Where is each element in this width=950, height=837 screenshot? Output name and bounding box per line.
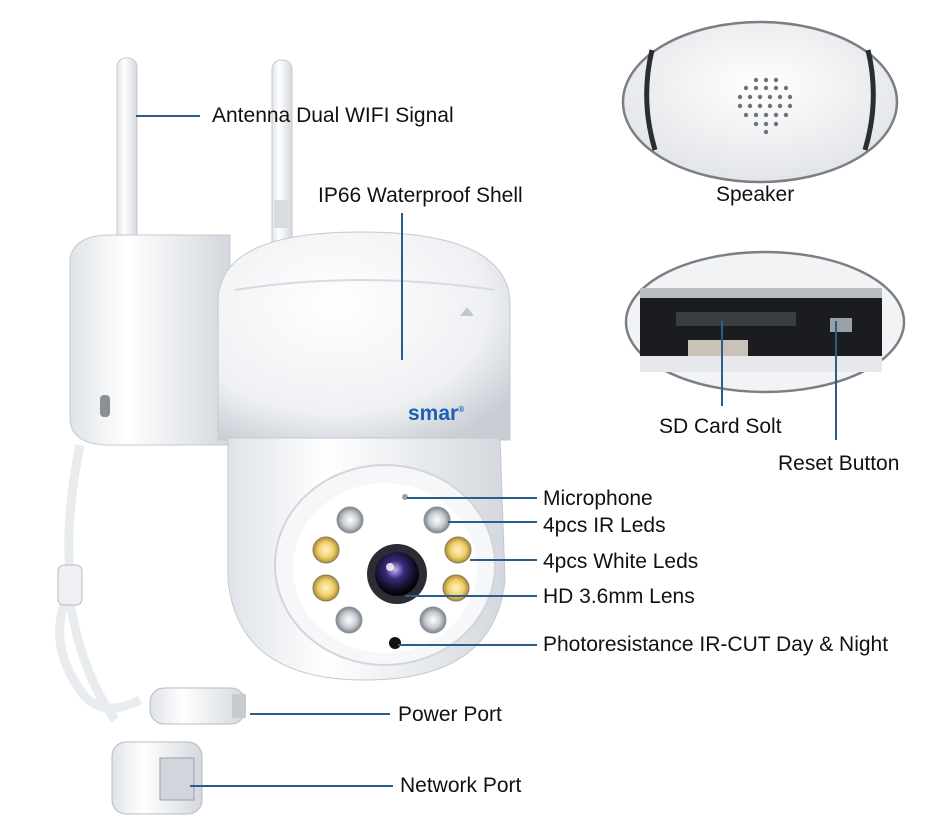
microphone-hole [402,494,408,500]
microphone-label: Microphone [543,487,653,510]
wall-mount [69,234,231,446]
antenna-right [271,59,293,256]
power-port-plug [149,687,246,725]
power-port-label: Power Port [398,703,502,726]
photoresistor-sensor [389,637,401,649]
photoresistor-label: Photoresistance IR-CUT Day & Night [543,633,889,656]
network-port-label: Network Port [400,774,522,797]
camera-lens [367,544,427,604]
speaker-label: Speaker [716,183,795,206]
sd-card-slot-label: SD Card Solt [659,415,782,438]
sd-card-inset [624,250,906,394]
lens-label: HD 3.6mm Lens [543,585,695,608]
speaker-grille-icon [737,77,793,135]
antenna-label: Antenna Dual WIFI Signal [212,104,454,127]
network-port-plug [111,741,203,815]
callout-lines [136,115,837,787]
cable-harness [55,444,143,723]
white-leds [312,536,472,602]
shell-label: IP66 Waterproof Shell [318,184,523,207]
camera-head [217,231,511,441]
white-leds-label: 4pcs White Leds [543,550,699,573]
ir-leds-label: 4pcs IR Leds [543,514,666,537]
reset-button-label: Reset Button [778,452,900,475]
ir-leds [335,506,451,634]
brand-logo: smar® [408,402,464,426]
speaker-inset [621,20,899,184]
brand-logo-text: smar [408,402,459,425]
registered-mark: ® [458,405,465,414]
